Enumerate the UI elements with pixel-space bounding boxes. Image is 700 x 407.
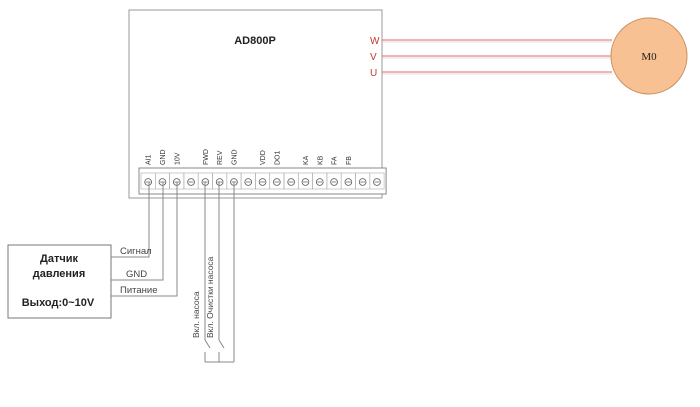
wire-power <box>111 182 178 297</box>
terminal-label-kb: KB <box>317 155 324 165</box>
terminal-label-rev: REV <box>217 150 224 165</box>
phase-label-v: V <box>370 52 377 63</box>
terminal-label-ai1: AI1 <box>146 154 153 165</box>
motor-circle <box>610 17 688 95</box>
sensor-output: Выход:0~10V <box>22 297 95 309</box>
terminal-label-vdd: VDD <box>260 150 267 165</box>
terminal-label-ka: KA <box>303 155 310 165</box>
terminal-label-fb: FB <box>346 156 353 165</box>
sensor-wires <box>111 182 178 297</box>
sensor-box <box>7 244 112 319</box>
switch-clean-contact <box>218 339 225 349</box>
terminal-label-fwd: FWD <box>203 149 210 165</box>
terminal-label-gnd: GND <box>231 149 238 165</box>
motor-label: M0 <box>641 51 657 63</box>
wire-gnd <box>111 182 164 281</box>
label-clean-switch: Вкл. Очистки насоса <box>205 256 215 338</box>
switch-pump-contact <box>204 339 211 349</box>
terminal-label-gnd: GND <box>160 149 167 165</box>
label-signal: Сигнал <box>120 246 152 257</box>
drive-box <box>128 9 383 199</box>
sensor-title-line2: давления <box>33 268 86 280</box>
terminal-label-do1: DO1 <box>274 151 281 166</box>
terminal-label-fa: FA <box>332 156 339 165</box>
drive-model: AD800P <box>234 35 276 47</box>
wire-signal <box>111 182 150 258</box>
terminal-cell <box>369 172 385 190</box>
sensor-title-line1: Датчик <box>40 253 78 265</box>
phase-label-w: W <box>370 36 380 47</box>
terminal-strip: AI1 GND 10V FWD REV GND VDD DO1 KA KB FA FB <box>138 149 387 195</box>
phase-wires: WVU <box>370 36 612 79</box>
label-pump-switch: Вкл. насоса <box>191 291 201 338</box>
switch-wires <box>204 182 235 363</box>
label-power: Питание <box>120 285 158 296</box>
terminal-label-10v: 10V <box>174 152 181 165</box>
phase-label-u: U <box>370 68 377 79</box>
label-gnd: GND <box>126 269 147 280</box>
